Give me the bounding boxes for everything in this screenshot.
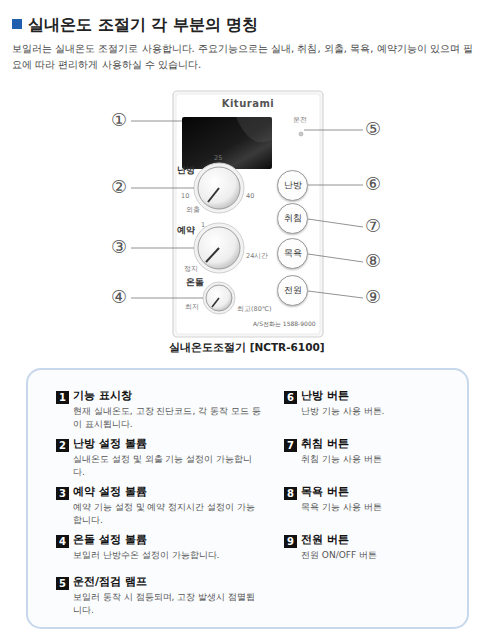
item-heading: 난방 버튼 — [301, 389, 349, 404]
button-label: 목욕 — [284, 247, 302, 260]
item-heading: 온돌 설정 볼륨 — [73, 533, 147, 548]
knob-pointer — [212, 298, 219, 307]
scale-mark: 10 — [181, 193, 189, 200]
item-description: 예약 기능 설정 및 예약 정지시간 설정이 가능합니다. — [73, 501, 263, 527]
number-badge: 1 — [56, 391, 69, 404]
badge-number: 3 — [59, 489, 66, 499]
callout-number: ⑤ — [365, 120, 381, 138]
callout-number: ⑦ — [365, 217, 381, 235]
item-heading: 취침 버튼 — [301, 437, 349, 452]
function-button: 취침 — [277, 203, 308, 234]
button-label: 난방 — [284, 179, 302, 192]
callout-number: ⑨ — [365, 288, 381, 306]
callout-number: ③ — [111, 238, 127, 256]
page-title: 실내온도 조절기 각 부분의 명칭 — [28, 14, 258, 36]
number-badge: 9 — [284, 535, 297, 548]
badge-number: 4 — [59, 537, 66, 547]
number-badge: 2 — [56, 439, 69, 452]
item-heading: 난방 설정 볼륨 — [73, 437, 147, 452]
item-heading: 예약 설정 볼륨 — [73, 485, 147, 500]
badge-number: 5 — [59, 579, 66, 589]
number-badge: 4 — [56, 535, 69, 548]
number-badge: 8 — [284, 487, 297, 500]
badge-number: 1 — [59, 393, 66, 403]
title-square — [12, 19, 22, 29]
figure-caption: 실내온도조절기 [NCTR-6100] — [169, 340, 325, 354]
scale-mark: 24시간 — [246, 253, 268, 260]
intro-text: 보일러는 실내온도 조절기로 사용합니다. 주요기능으로는 실내, 취침, 외출… — [12, 41, 480, 73]
service-number: A/S전화는 1588-9000 — [253, 321, 316, 328]
info-box — [27, 369, 468, 628]
leader-lines — [131, 121, 363, 298]
knob-ring — [194, 163, 244, 213]
brand-logo: Kiturami — [173, 98, 323, 109]
scale-mark: 최고(80℃) — [237, 306, 272, 313]
heating-knob — [198, 167, 240, 209]
callout-number: ④ — [111, 288, 127, 306]
item-heading: 운전/점검 램프 — [73, 575, 147, 590]
button-label: 취침 — [284, 212, 302, 225]
display-window — [182, 117, 272, 169]
reservation-knob — [198, 227, 240, 269]
knob-ring — [194, 223, 244, 273]
callout-number: ② — [111, 178, 127, 196]
badge-number: 9 — [287, 537, 294, 547]
badge-number: 6 — [287, 393, 294, 403]
knob-ring — [203, 282, 235, 314]
lamp-label: 운전 — [293, 117, 307, 124]
function-button: 전원 — [277, 275, 308, 306]
display-glare — [236, 117, 272, 142]
item-heading: 목욕 버튼 — [301, 485, 349, 500]
callout-number: ① — [111, 111, 127, 129]
badge-number: 2 — [59, 441, 66, 451]
knob-pointer — [206, 248, 219, 262]
item-description: 전원 ON/OFF 버튼 — [301, 549, 461, 562]
scale-mark: 정지 — [184, 266, 198, 273]
badge-number: 8 — [287, 489, 294, 499]
scale-mark: 외출 — [186, 207, 200, 214]
number-badge: 7 — [284, 439, 297, 452]
knob-pointer — [208, 188, 219, 202]
knob-label: 난방 — [177, 164, 195, 176]
item-description: 취침 기능 사용 버튼 — [301, 453, 461, 466]
item-description: 실내온도 설정 및 외출 기능 설정이 가능합니다. — [73, 453, 263, 479]
ondol-knob — [206, 285, 232, 311]
number-badge: 3 — [56, 487, 69, 500]
callout-number: ⑧ — [365, 252, 381, 270]
item-heading: 전원 버튼 — [301, 533, 349, 548]
badge-number: 7 — [287, 441, 294, 451]
scale-mark: 40 — [246, 193, 254, 200]
function-button: 목욕 — [277, 238, 308, 269]
number-badge: 5 — [56, 577, 69, 590]
scale-mark: 25 — [214, 155, 222, 162]
scale-mark: 1 — [201, 222, 205, 229]
item-description: 현재 실내온도, 고장 진단코드, 각 동작 모드 등이 표시됩니다. — [73, 405, 263, 431]
number-badge: 6 — [284, 391, 297, 404]
item-description: 난방 기능 사용 버튼. — [301, 405, 461, 418]
item-description: 목욕 기능 사용 버튼 — [301, 501, 461, 514]
status-lamp — [299, 132, 303, 136]
callout-number: ⑥ — [365, 175, 381, 193]
item-description: 보일러 난방수온 설정이 가능합니다. — [73, 549, 263, 562]
device-body — [173, 91, 323, 337]
item-heading: 기능 표시창 — [73, 389, 132, 404]
knob-label: 예약 — [177, 224, 195, 236]
scale-mark: 최저 — [185, 304, 199, 311]
item-description: 보일러 동작 시 점등되며, 고장 발생시 점멸됩니다. — [73, 591, 263, 617]
button-label: 전원 — [284, 284, 302, 297]
knob-label: 온돌 — [186, 276, 204, 288]
function-button: 난방 — [277, 170, 308, 201]
